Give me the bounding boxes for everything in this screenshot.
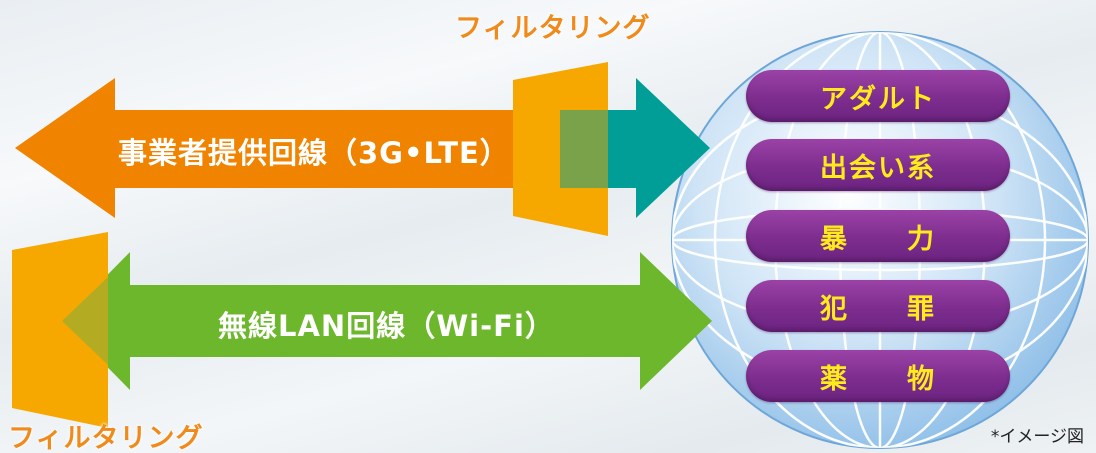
category-label: 薬 物 bbox=[820, 363, 936, 395]
category-crime: 犯 罪 bbox=[746, 280, 1010, 332]
category-adult: アダルト bbox=[746, 70, 1010, 122]
wifi-line-arrow bbox=[62, 252, 712, 390]
carrier-filter-panel bbox=[513, 62, 608, 236]
image-note: *イメージ図 bbox=[990, 427, 1084, 447]
wifi-filter-panel bbox=[12, 232, 108, 428]
category-violence: 暴 力 bbox=[746, 210, 1010, 262]
category-drugs: 薬 物 bbox=[746, 350, 1010, 402]
carrier-line-label: 事業者提供回線（3G•LTE） bbox=[118, 136, 510, 170]
category-label: アダルト bbox=[820, 83, 936, 115]
filter-label-bottom: フィルタリング bbox=[8, 423, 204, 453]
category-label: 犯 罪 bbox=[820, 293, 936, 325]
carrier-arrow-left-part bbox=[15, 78, 560, 218]
category-dating: 出会い系 bbox=[746, 139, 1010, 191]
category-label: 暴 力 bbox=[820, 223, 936, 255]
filter-label-top: フィルタリング bbox=[455, 13, 651, 44]
category-label: 出会い系 bbox=[820, 152, 936, 184]
wifi-line-label: 無線LAN回線（Wi-Fi） bbox=[218, 309, 555, 343]
